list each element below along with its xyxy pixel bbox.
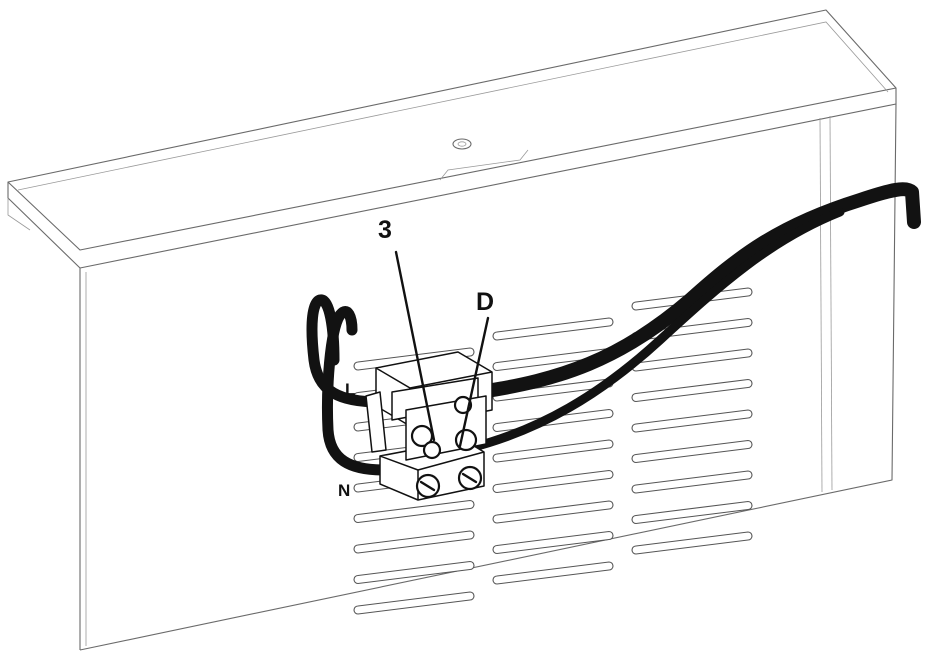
vent-slot	[492, 500, 614, 524]
terminal-screws	[410, 424, 483, 499]
vent-slot	[631, 439, 753, 464]
terminal-block	[365, 351, 493, 501]
vent-slot	[353, 347, 475, 371]
leader-line-3	[394, 250, 436, 442]
lid-hole-icon	[452, 138, 472, 150]
vent-slot	[492, 530, 614, 555]
callout-n: N	[338, 481, 351, 500]
enclosure-lid	[7, 9, 897, 269]
vent-slot	[353, 530, 475, 554]
callout-3: 3	[378, 216, 392, 244]
vent-slot	[353, 591, 475, 615]
power-cable	[306, 182, 921, 476]
vent-slot	[631, 531, 753, 555]
vent-slot	[492, 469, 614, 494]
vent-slot	[492, 317, 614, 341]
vent-slot	[631, 378, 753, 403]
screw-icon	[454, 428, 478, 452]
enclosure-front	[7, 103, 897, 651]
vent-slot	[492, 439, 614, 463]
vent-slot	[353, 560, 475, 585]
leader-line-d	[458, 316, 490, 448]
vent-slot	[631, 470, 753, 494]
vent-slot	[631, 500, 753, 525]
vent-slot	[353, 499, 475, 524]
callout-d: D	[476, 288, 495, 316]
callout-l: L	[345, 380, 356, 399]
screw-icon	[422, 440, 442, 460]
vent-slot	[631, 409, 753, 433]
vent-slot	[492, 561, 614, 585]
